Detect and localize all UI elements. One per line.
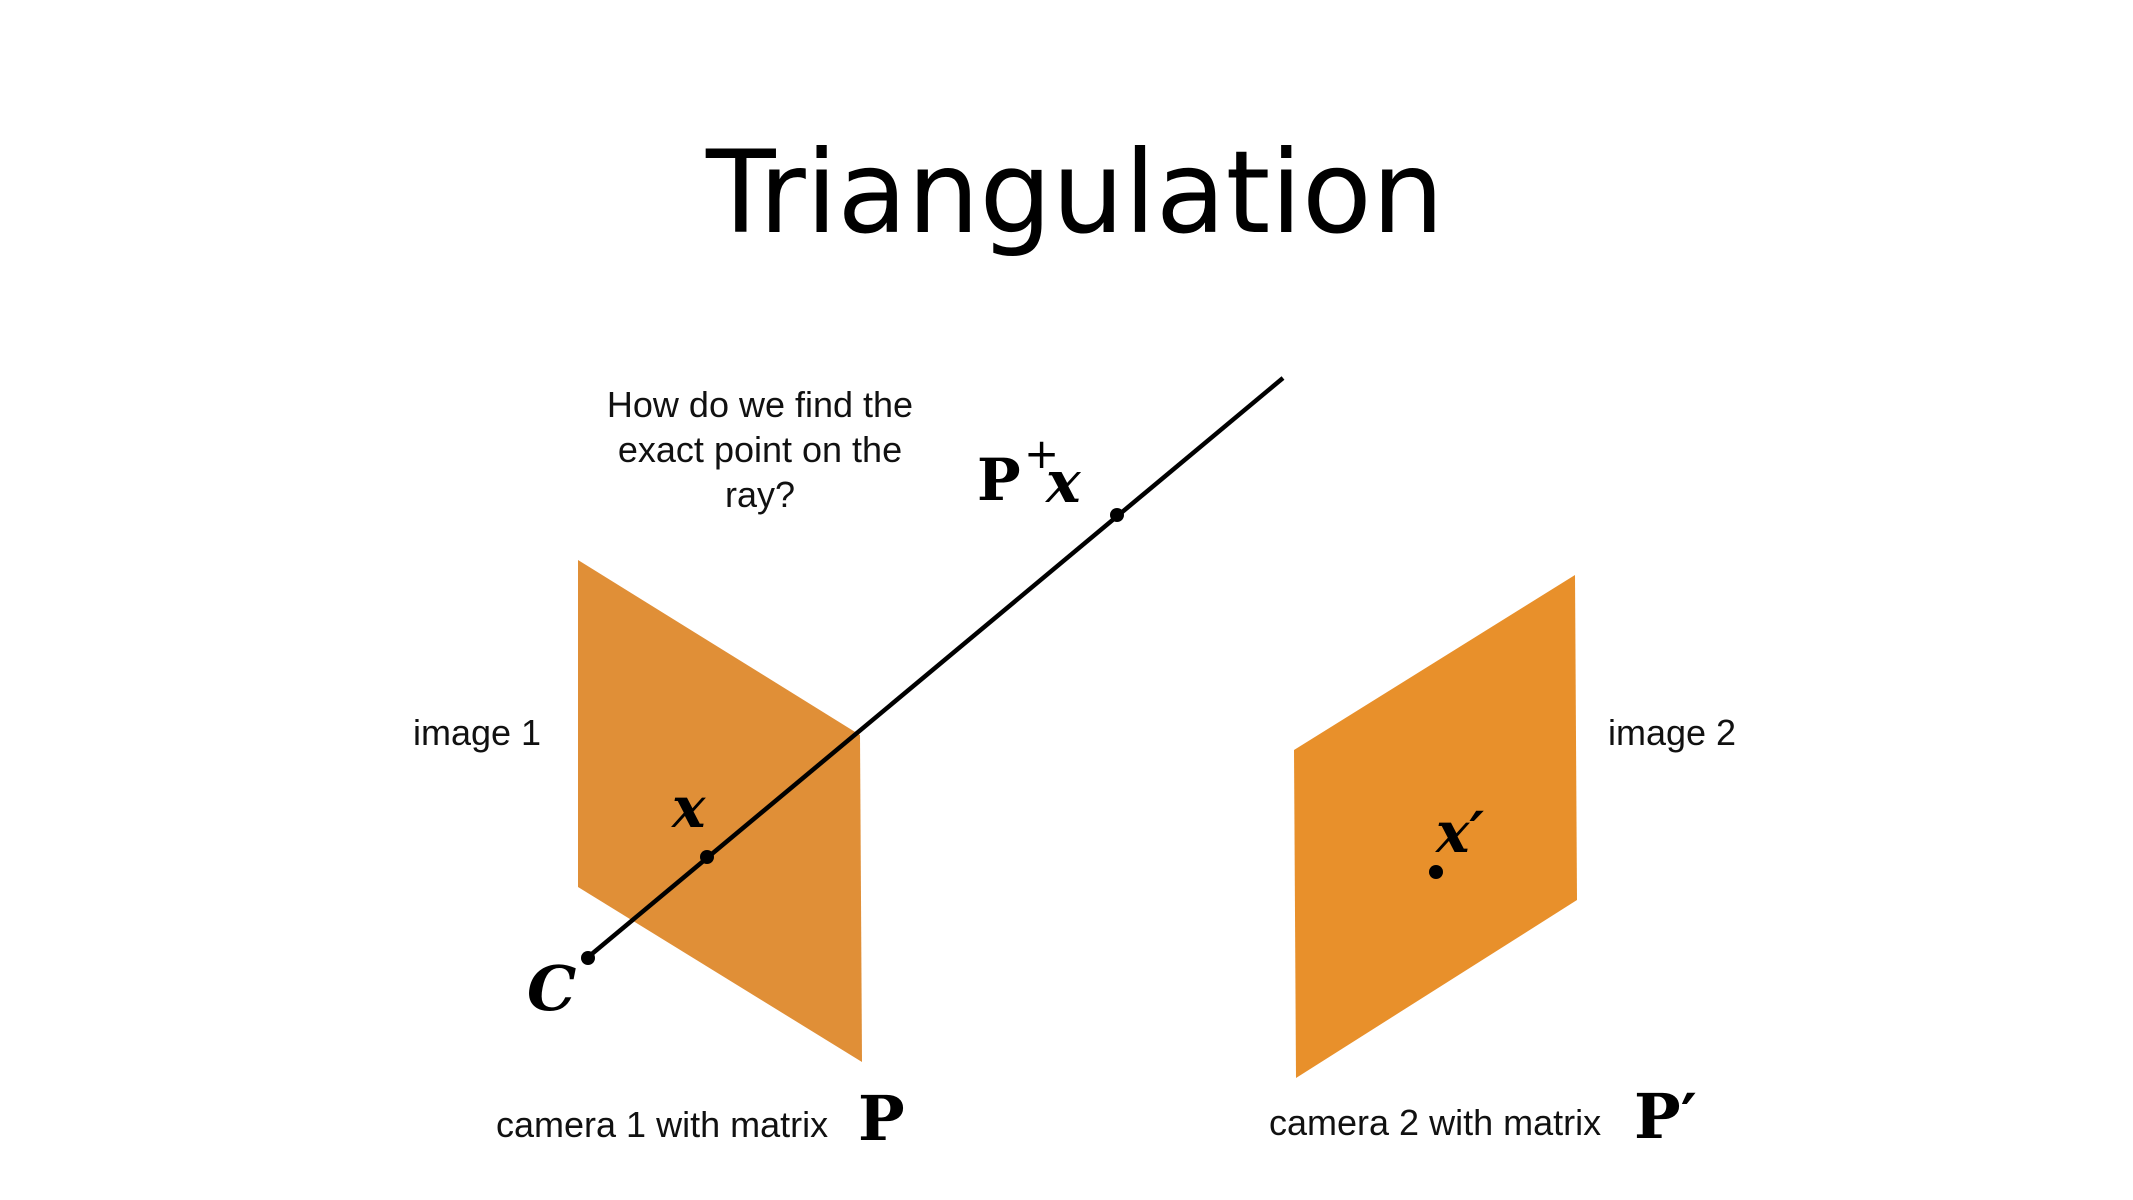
- image-2-label: image 2: [1608, 712, 1736, 753]
- camera-2-label: camera 2 with matrix: [1269, 1102, 1601, 1143]
- question-line-3: ray?: [725, 474, 795, 515]
- image-point-x-prime: [1429, 865, 1443, 879]
- image-1-label: image 1: [413, 712, 541, 753]
- image-plane-1: [578, 560, 862, 1062]
- image-point-x-prime-label: x′: [1435, 800, 1484, 866]
- image-plane-2: [1294, 575, 1577, 1078]
- camera-1-matrix: P: [858, 1082, 905, 1155]
- camera-1-label: camera 1 with matrix: [496, 1104, 828, 1145]
- question-line-2: exact point on the: [618, 429, 902, 470]
- camera-2-matrix: P′: [1634, 1080, 1697, 1153]
- backprojection-label-x: x: [1044, 448, 1082, 516]
- backprojected-point: [1110, 508, 1124, 522]
- image-point-x: [700, 850, 714, 864]
- camera-center-label: C: [527, 952, 576, 1025]
- camera-center-point: [581, 951, 595, 965]
- question-line-1: How do we find the: [607, 384, 913, 425]
- slide-title: Triangulation: [705, 126, 1444, 259]
- image-point-x-label: x: [671, 775, 706, 841]
- backprojection-label-P: P: [977, 446, 1021, 514]
- backprojection-label-plus: +: [1024, 429, 1059, 478]
